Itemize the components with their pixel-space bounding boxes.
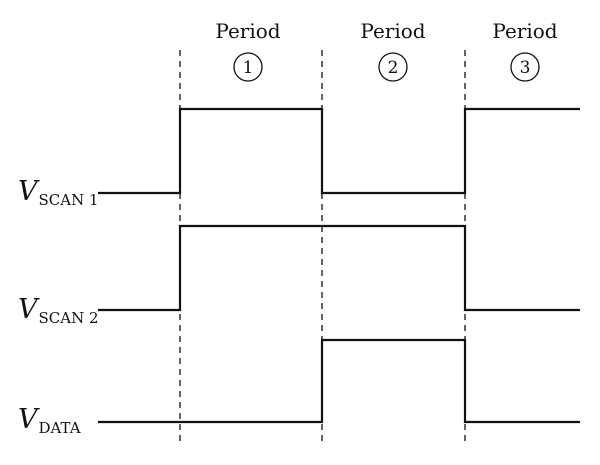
waveform-vdata (98, 338, 580, 424)
period-header-2: Period 2 (360, 19, 426, 82)
period-number-circle-3 (510, 52, 540, 82)
signal-label-vscan1: VSCAN 1 (18, 176, 99, 209)
signal-label-vscan2-sub: SCAN 2 (39, 309, 99, 327)
signal-label-vdata: VDATA (18, 404, 81, 437)
period-label-2: Period (360, 19, 425, 43)
signal-label-vscan2: VSCAN 2 (18, 294, 99, 327)
period-number-3: 3 (520, 58, 531, 78)
period-header-1: Period 1 (215, 19, 281, 82)
waveform-vscan1 (98, 107, 580, 195)
period-label-3: Period (492, 19, 557, 43)
waveforms (98, 107, 580, 424)
period-number-circle-2 (378, 52, 408, 82)
signal-label-vdata-sub: DATA (39, 419, 81, 437)
period-number-1: 1 (243, 58, 254, 78)
waveform-vscan2 (98, 224, 580, 312)
period-number-2: 2 (388, 58, 399, 78)
period-header-3: Period 3 (492, 19, 558, 82)
signal-label-vdata-main: V (18, 404, 40, 435)
signal-label-vscan2-main: V (18, 294, 40, 325)
period-number-circle-1 (233, 52, 263, 82)
signal-label-vscan1-sub: SCAN 1 (39, 191, 99, 209)
signal-label-vscan1-main: V (18, 176, 40, 207)
period-label-1: Period (215, 19, 280, 43)
